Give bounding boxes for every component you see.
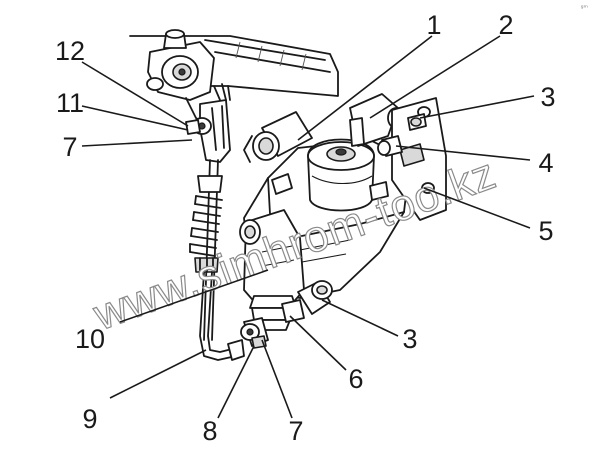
callout-12: 12: [55, 36, 85, 66]
callout-5: 5: [538, 216, 553, 246]
callout-2: 2: [498, 10, 513, 40]
left-hose: [243, 111, 313, 163]
callout-3-upper: 3: [540, 82, 555, 112]
flange-bolt-lower: [377, 135, 403, 157]
upper-dome: [307, 138, 375, 212]
callout-4: 4: [538, 148, 553, 178]
callout-1: 1: [426, 10, 441, 40]
callout-11: 11: [56, 88, 84, 118]
callout-9: 9: [82, 404, 97, 434]
push-rod: [197, 159, 223, 341]
upper-clevis: [185, 83, 231, 163]
callout-7-lower: 7: [288, 416, 303, 446]
lower-rod: [199, 271, 245, 361]
corner-mark: ᵍᵐ: [581, 4, 588, 12]
flange-bolt-upper: [407, 113, 427, 131]
leader-lines: [81, 35, 535, 419]
rod-nut: [194, 257, 219, 273]
callout-8: 8: [202, 416, 217, 446]
cylinder-housing: [239, 209, 305, 307]
callout-6: 6: [348, 364, 363, 394]
callout-labels: 1 2 3 3 4 5 6 7 7 8 9 10 11 12: [55, 10, 556, 446]
frame-beam: [129, 35, 339, 101]
body-plug: [271, 173, 389, 201]
pedal-bracket: [146, 29, 215, 129]
mounting-flange: [391, 97, 447, 221]
callout-7-upper: 7: [62, 132, 77, 162]
side-fitting: [281, 280, 333, 323]
coil-spring: [189, 195, 223, 257]
callout-3-lower: 3: [402, 324, 417, 354]
callout-10: 10: [75, 324, 105, 354]
